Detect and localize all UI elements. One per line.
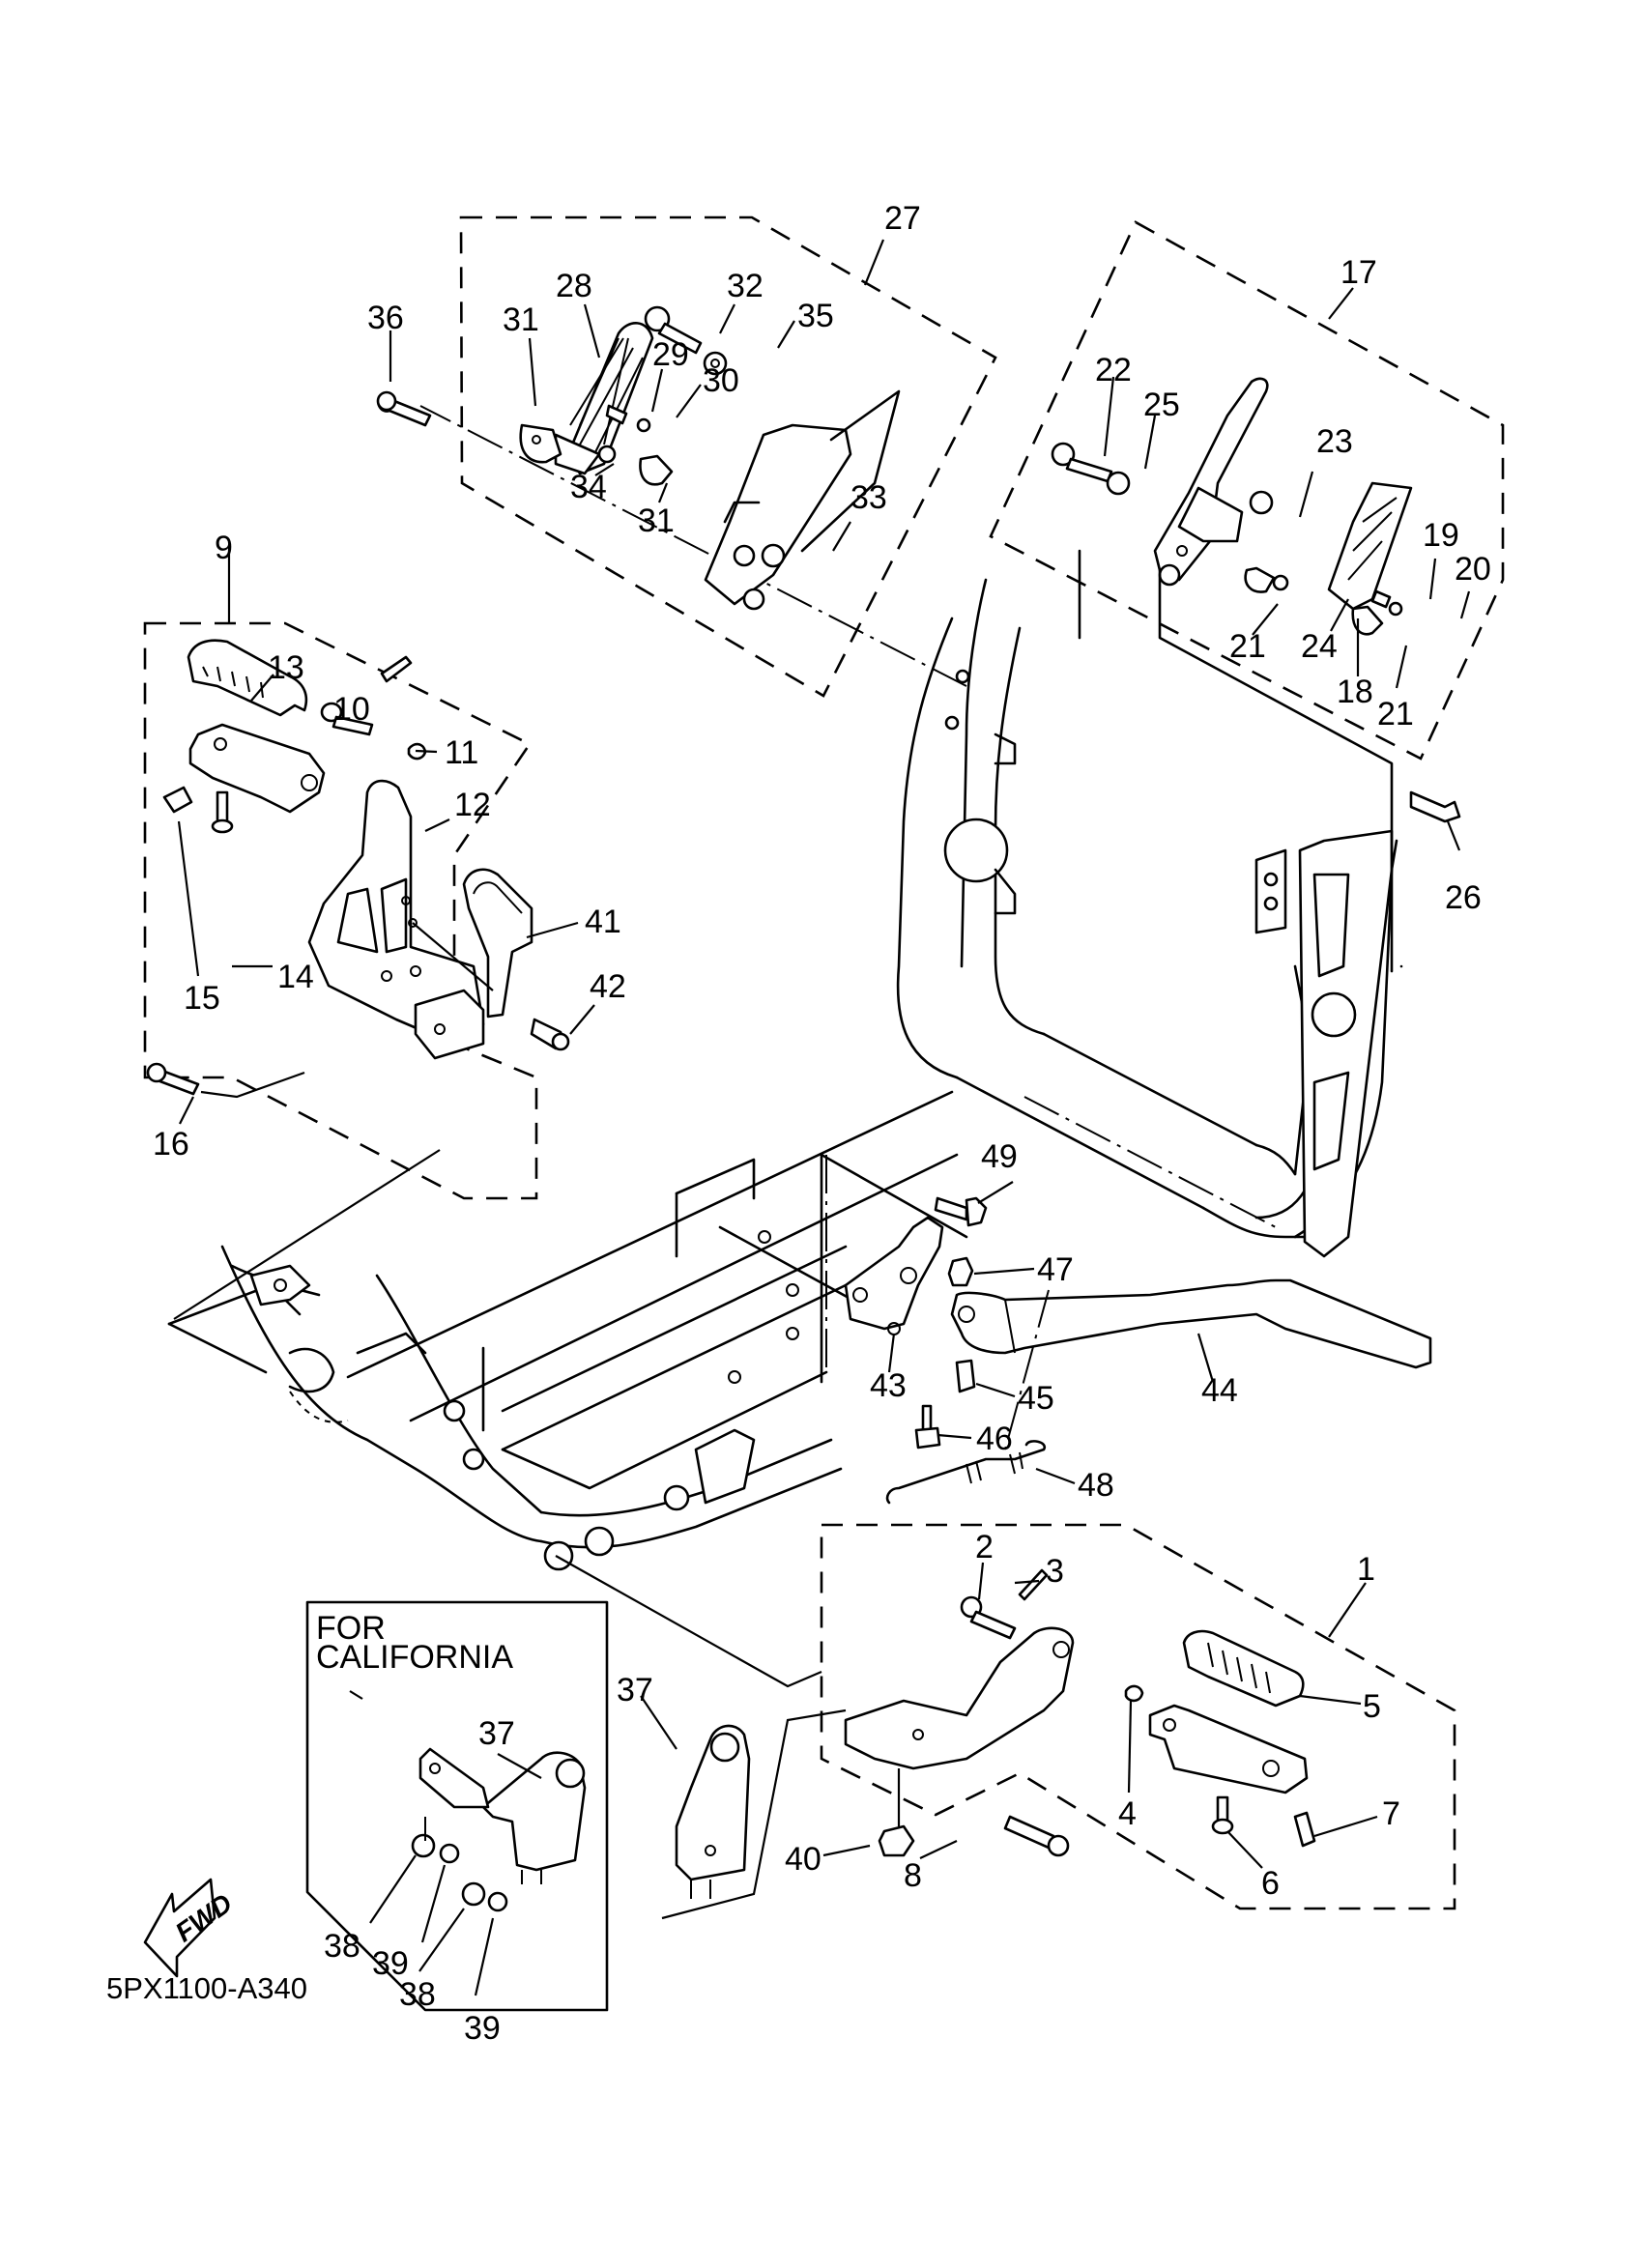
callout-13: 13 — [268, 649, 304, 686]
callout-3: 3 — [1046, 1553, 1064, 1590]
callout-18: 18 — [1337, 674, 1373, 710]
assembly-17-group — [989, 220, 1505, 973]
bolt-26-shape — [1409, 790, 1461, 823]
callout-41: 41 — [585, 904, 621, 940]
callout-38a: 38 — [324, 1928, 360, 1965]
callout-46: 46 — [976, 1421, 1013, 1457]
callout-20: 20 — [1455, 551, 1491, 588]
assembly-27-group — [376, 215, 997, 698]
callout-26: 26 — [1445, 879, 1482, 916]
callout-labels: 1 2 3 4 5 6 7 8 9 10 11 12 13 14 15 16 1… — [153, 200, 1491, 2047]
callout-29: 29 — [652, 336, 689, 373]
callout-36: 36 — [367, 300, 404, 336]
callout-14: 14 — [277, 959, 314, 995]
assembly-17-boundary — [989, 220, 1505, 761]
callout-32: 32 — [727, 268, 764, 304]
forward-direction-arrow: FWD — [143, 1878, 238, 1978]
callout-38b: 38 — [399, 1976, 436, 2013]
callout-21a: 21 — [1229, 628, 1266, 665]
callout-12: 12 — [454, 787, 491, 823]
callout-43: 43 — [870, 1367, 907, 1404]
callout-16: 16 — [153, 1126, 189, 1163]
california-note-line1: FOR — [316, 1610, 386, 1647]
callout-37a: 37 — [478, 1715, 515, 1752]
callout-40: 40 — [785, 1841, 822, 1878]
bracket-37-group — [661, 1708, 847, 1920]
callout-35: 35 — [797, 298, 834, 334]
frame — [167, 405, 1403, 1571]
callout-42: 42 — [590, 968, 626, 1005]
callout-44: 44 — [1201, 1372, 1238, 1409]
callout-31b: 31 — [638, 502, 675, 539]
california-note-line2: CALIFORNIA — [316, 1639, 513, 1676]
callout-48: 48 — [1078, 1467, 1114, 1504]
callout-leaders — [177, 239, 1471, 1996]
callout-2: 2 — [975, 1529, 994, 1565]
callout-37b: 37 — [617, 1672, 653, 1708]
callout-5: 5 — [1363, 1688, 1381, 1725]
callout-34: 34 — [570, 469, 607, 505]
callout-11: 11 — [445, 734, 478, 771]
callout-33: 33 — [850, 479, 887, 516]
callout-22: 22 — [1095, 352, 1132, 388]
callout-15: 15 — [184, 980, 220, 1017]
callout-39a: 39 — [372, 1945, 409, 1982]
assembly-9-group — [143, 546, 570, 1200]
callout-6: 6 — [1261, 1865, 1280, 1902]
assembly-9-boundary — [143, 621, 538, 1200]
callout-23: 23 — [1316, 423, 1353, 460]
callout-47: 47 — [1037, 1251, 1074, 1288]
callout-7: 7 — [1382, 1795, 1400, 1832]
callout-9: 9 — [215, 530, 233, 566]
callout-31a: 31 — [503, 301, 539, 338]
callout-17: 17 — [1340, 254, 1377, 291]
callout-8: 8 — [904, 1857, 922, 1894]
callout-45: 45 — [1018, 1380, 1054, 1417]
diagram-code: 5PX1100-A340 — [106, 1971, 307, 2005]
california-inset: FOR CALIFORNIA — [305, 1600, 609, 2012]
center-group — [825, 1155, 1432, 1505]
callout-30: 30 — [703, 362, 739, 399]
assembly-1-boundary — [820, 1523, 1456, 1910]
callout-4: 4 — [1118, 1795, 1137, 1832]
callout-39b: 39 — [464, 2010, 501, 2047]
callout-49: 49 — [981, 1138, 1018, 1175]
callout-28: 28 — [556, 268, 592, 304]
callout-21b: 21 — [1377, 696, 1414, 732]
callout-1: 1 — [1357, 1551, 1375, 1588]
callout-25: 25 — [1143, 387, 1180, 423]
california-inset-border — [305, 1600, 609, 2012]
callout-24: 24 — [1301, 628, 1338, 665]
callout-19: 19 — [1423, 517, 1459, 554]
assembly-1-group — [555, 1523, 1456, 1910]
callout-10: 10 — [333, 691, 370, 728]
callout-27: 27 — [884, 200, 921, 237]
